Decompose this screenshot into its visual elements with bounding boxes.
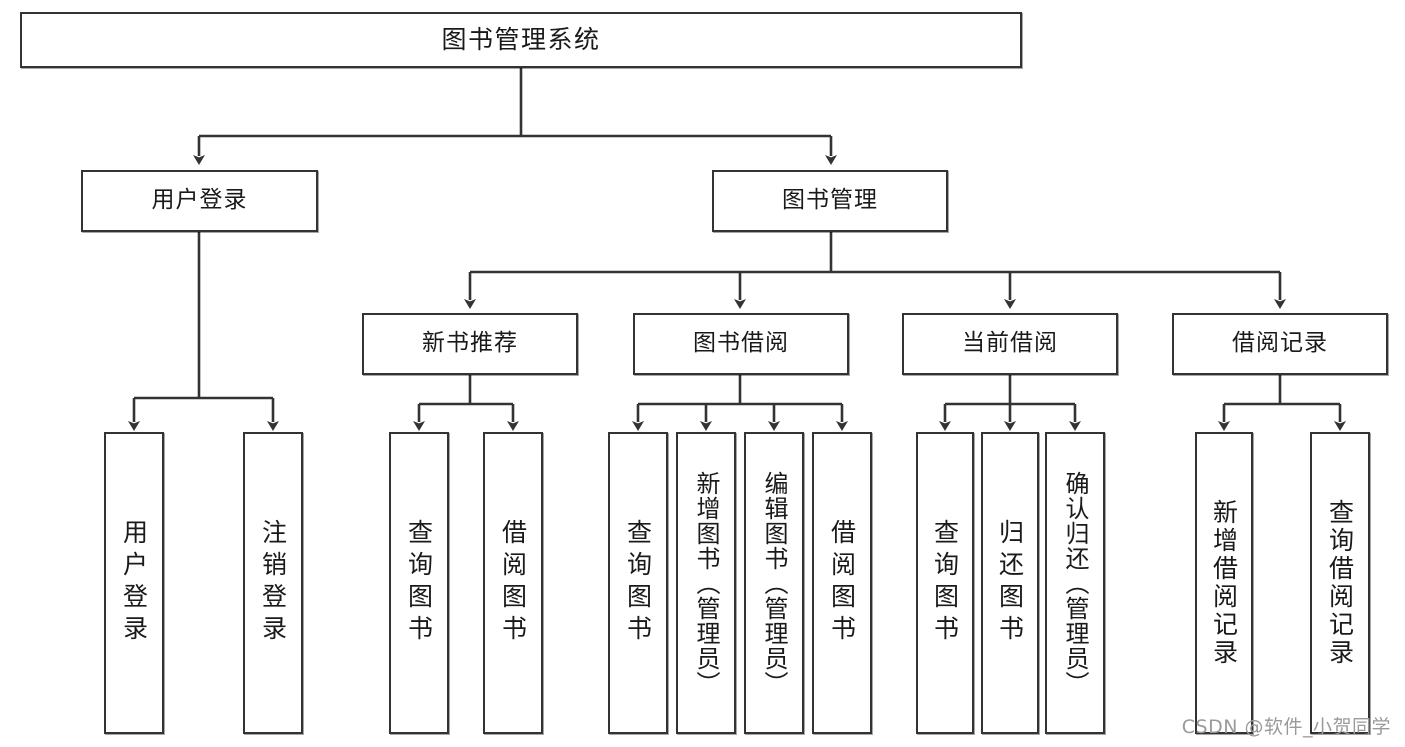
node-current-borrow[interactable]: 当前借阅 — [902, 313, 1118, 375]
node-label: 查询图书 — [930, 519, 960, 647]
node-user-login[interactable]: 用户登录 — [81, 170, 318, 232]
leaf-borrow-record-add[interactable]: 新增借阅记录 — [1195, 432, 1253, 734]
node-label: 图书管理 — [782, 187, 878, 214]
node-label: 图书管理系统 — [441, 25, 601, 55]
node-new-book-recommend[interactable]: 新书推荐 — [362, 313, 578, 375]
node-label: 借阅图书 — [498, 519, 528, 647]
node-borrow-record[interactable]: 借阅记录 — [1172, 313, 1388, 375]
node-label: 归还图书 — [995, 519, 1025, 647]
leaf-user-login-login[interactable]: 用户登录 — [104, 432, 164, 734]
node-label: 图书借阅 — [693, 330, 789, 357]
node-label: 用户登录 — [151, 187, 248, 214]
node-label: 用户登录 — [119, 519, 149, 647]
node-label: 新增图书（管理员） — [692, 470, 720, 696]
node-book-management[interactable]: 图书管理 — [712, 170, 948, 232]
node-label: 新书推荐 — [422, 330, 518, 357]
node-label: 查询图书 — [404, 519, 434, 647]
leaf-book-borrow-borrow[interactable]: 借阅图书 — [812, 432, 872, 734]
node-root-book-management-system[interactable]: 图书管理系统 — [20, 12, 1022, 68]
leaf-new-book-borrow[interactable]: 借阅图书 — [483, 432, 543, 734]
leaf-book-borrow-edit-admin[interactable]: 编辑图书（管理员） — [744, 432, 804, 734]
node-book-borrow[interactable]: 图书借阅 — [633, 313, 849, 375]
node-label: 查询借阅记录 — [1325, 499, 1355, 667]
leaf-current-borrow-confirm-admin[interactable]: 确认归还（管理员） — [1045, 432, 1105, 734]
leaf-book-borrow-add-admin[interactable]: 新增图书（管理员） — [676, 432, 736, 734]
leaf-borrow-record-query[interactable]: 查询借阅记录 — [1310, 432, 1370, 734]
leaf-book-borrow-query[interactable]: 查询图书 — [608, 432, 668, 734]
leaf-current-borrow-query[interactable]: 查询图书 — [916, 432, 974, 734]
node-label: 借阅记录 — [1232, 330, 1328, 357]
node-label: 借阅图书 — [827, 519, 857, 647]
node-label: 新增借阅记录 — [1209, 499, 1239, 667]
node-label: 查询图书 — [623, 519, 653, 647]
node-label: 注销登录 — [258, 519, 288, 647]
leaf-user-login-logout[interactable]: 注销登录 — [243, 432, 303, 734]
leaf-new-book-query[interactable]: 查询图书 — [389, 432, 449, 734]
node-label: 当前借阅 — [962, 330, 1058, 357]
node-label: 确认归还（管理员） — [1061, 470, 1089, 696]
leaf-current-borrow-return[interactable]: 归还图书 — [981, 432, 1039, 734]
node-label: 编辑图书（管理员） — [760, 470, 788, 696]
